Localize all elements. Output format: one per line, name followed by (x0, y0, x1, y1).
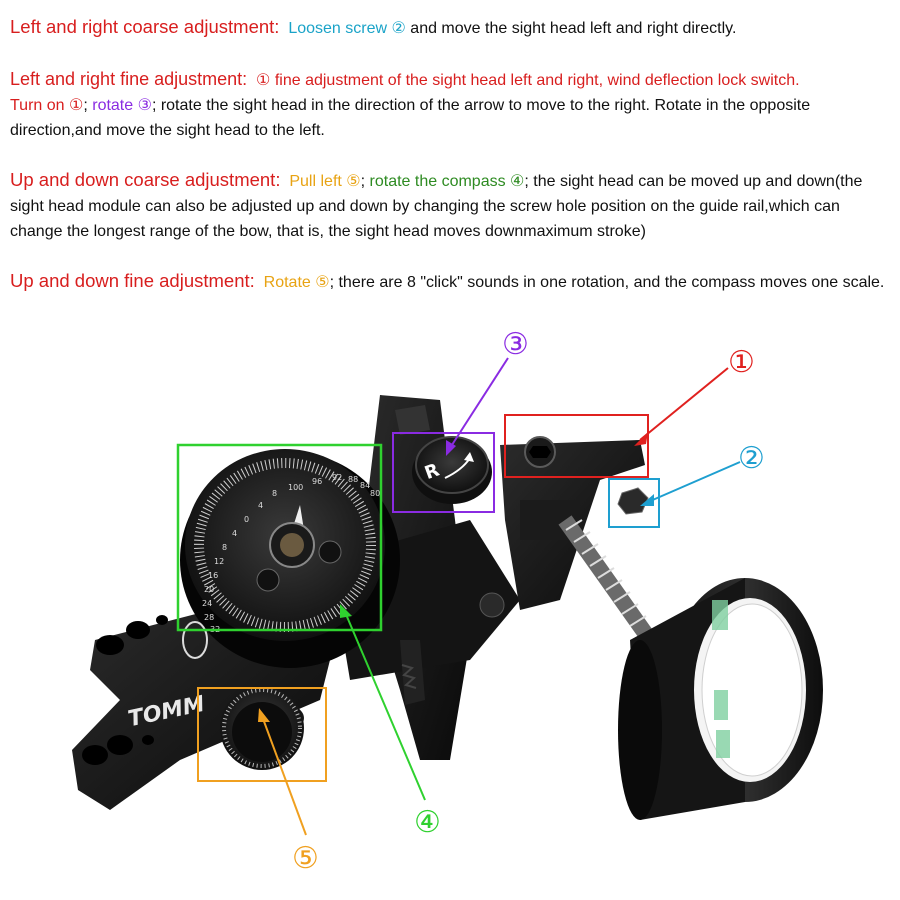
highlight-box-screw (608, 478, 660, 528)
callout-arrow-4 (340, 604, 426, 801)
text-segment: ; (360, 173, 370, 190)
elevation-compass-dial: 100 96 92 88 84 80 8 4 0 4 8 12 16 20 24… (180, 449, 400, 668)
highlight-box-windage-knob (392, 432, 495, 513)
scope-housing (618, 578, 823, 820)
svg-text:24: 24 (202, 599, 212, 608)
callout-label-1: ① (728, 345, 755, 380)
text-segment: rotate the compass ④ (369, 173, 525, 190)
callout-label-2: ② (738, 441, 765, 476)
extension-arm (500, 436, 657, 645)
highlight-box-compass (176, 443, 383, 632)
callout-arrow-1 (634, 367, 729, 446)
heading-ud-coarse: Up and down coarse adjustment: (10, 169, 281, 190)
svg-text:96: 96 (312, 477, 322, 486)
text-segment: Turn on ① (10, 97, 84, 114)
callout-label-5: ⑤ (292, 841, 319, 876)
highlight-box-lock-switch (504, 414, 649, 478)
svg-text:88: 88 (348, 475, 358, 484)
instructions-text: Left and right coarse adjustment: Loosen… (10, 14, 890, 319)
bow-sight-illustration: TOMM (72, 327, 823, 876)
callout-label-3: ③ (502, 327, 529, 362)
svg-text:4: 4 (232, 529, 237, 538)
callout-label-4: ④ (414, 805, 441, 840)
svg-text:20: 20 (204, 585, 214, 594)
elevation-fine-knob (220, 686, 304, 770)
svg-text:R: R (422, 460, 442, 485)
heading-lr-coarse: Left and right coarse adjustment: (10, 16, 280, 37)
svg-text:4: 4 (258, 501, 263, 510)
highlight-box-fine-knob (197, 687, 327, 782)
paragraph-lr-fine: Left and right fine adjustment: ① fine a… (10, 67, 890, 143)
text-segment: and move the sight head left and right d… (405, 20, 737, 37)
svg-text:84: 84 (360, 481, 370, 490)
svg-text:80: 80 (370, 489, 380, 498)
svg-text:28: 28 (204, 613, 214, 622)
text-segment: Rotate ⑤ (263, 274, 330, 291)
svg-text:92: 92 (332, 473, 342, 482)
paragraph-ud-coarse: Up and down coarse adjustment: Pull left… (10, 167, 890, 244)
text-segment: ; there are 8 "click" sounds in one rota… (329, 274, 885, 291)
callout-arrow-2 (640, 461, 741, 506)
svg-text:0: 0 (244, 515, 249, 524)
callout-arrow-3 (446, 357, 509, 456)
product-photo: TOMM (0, 310, 900, 900)
heading-ud-fine: Up and down fine adjustment: (10, 270, 255, 291)
text-segment: ① fine adjustment of the sight head left… (256, 72, 800, 89)
svg-text:8: 8 (222, 543, 227, 552)
heading-lr-fine: Left and right fine adjustment: (10, 69, 248, 89)
paragraph-ud-fine: Up and down fine adjustment: Rotate ⑤; t… (10, 268, 890, 295)
windage-knob: R (412, 436, 492, 504)
text-segment: Pull left ⑤ (289, 173, 361, 190)
svg-text:100: 100 (288, 483, 303, 492)
svg-text:8: 8 (272, 489, 277, 498)
text-segment: ; rotate the sight head in the direction… (10, 97, 811, 139)
svg-text:16: 16 (208, 571, 218, 580)
svg-text:12: 12 (214, 557, 224, 566)
text-segment: ; the sight head can be moved up and dow… (10, 173, 863, 240)
paragraph-lr-coarse: Left and right coarse adjustment: Loosen… (10, 14, 890, 41)
text-segment: ; (83, 97, 93, 114)
callout-arrow-5 (258, 708, 307, 836)
text-segment: Loosen screw ② (288, 20, 406, 37)
text-segment: rotate ③ (92, 97, 152, 114)
